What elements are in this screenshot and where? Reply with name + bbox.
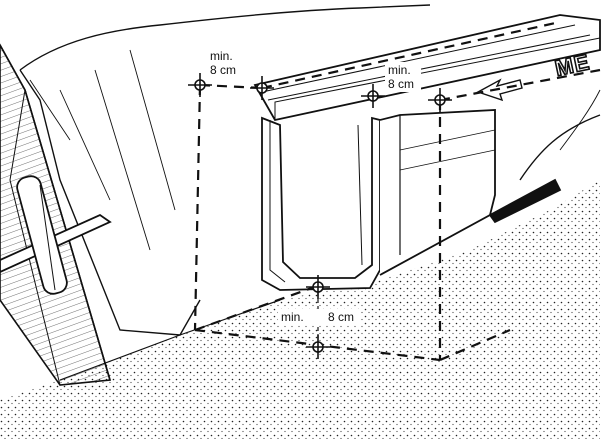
marker-top-right-a [361,84,385,108]
marker-top-left-b [250,76,274,100]
stake-clamp [0,175,112,295]
label-top-left-line2: 8 cm [210,63,236,77]
label-top-right-line2: 8 cm [388,77,414,91]
dimension-labels: min. 8 cm min. 8 cm min. 8 cm [207,48,421,325]
flow-arrow-icon [476,78,523,102]
label-top-right-line1: min. [388,63,411,77]
label-bottom-line2: 8 cm [328,310,354,324]
marker-top-right-b [428,88,452,112]
formwork-board [0,43,112,386]
channel-rim [253,14,601,122]
label-top-left-line1: min. [210,49,233,63]
soil-background [19,4,601,336]
label-bottom-line1: min. [281,310,304,324]
channel-body [261,109,562,291]
marker-top-left-a [188,73,212,97]
